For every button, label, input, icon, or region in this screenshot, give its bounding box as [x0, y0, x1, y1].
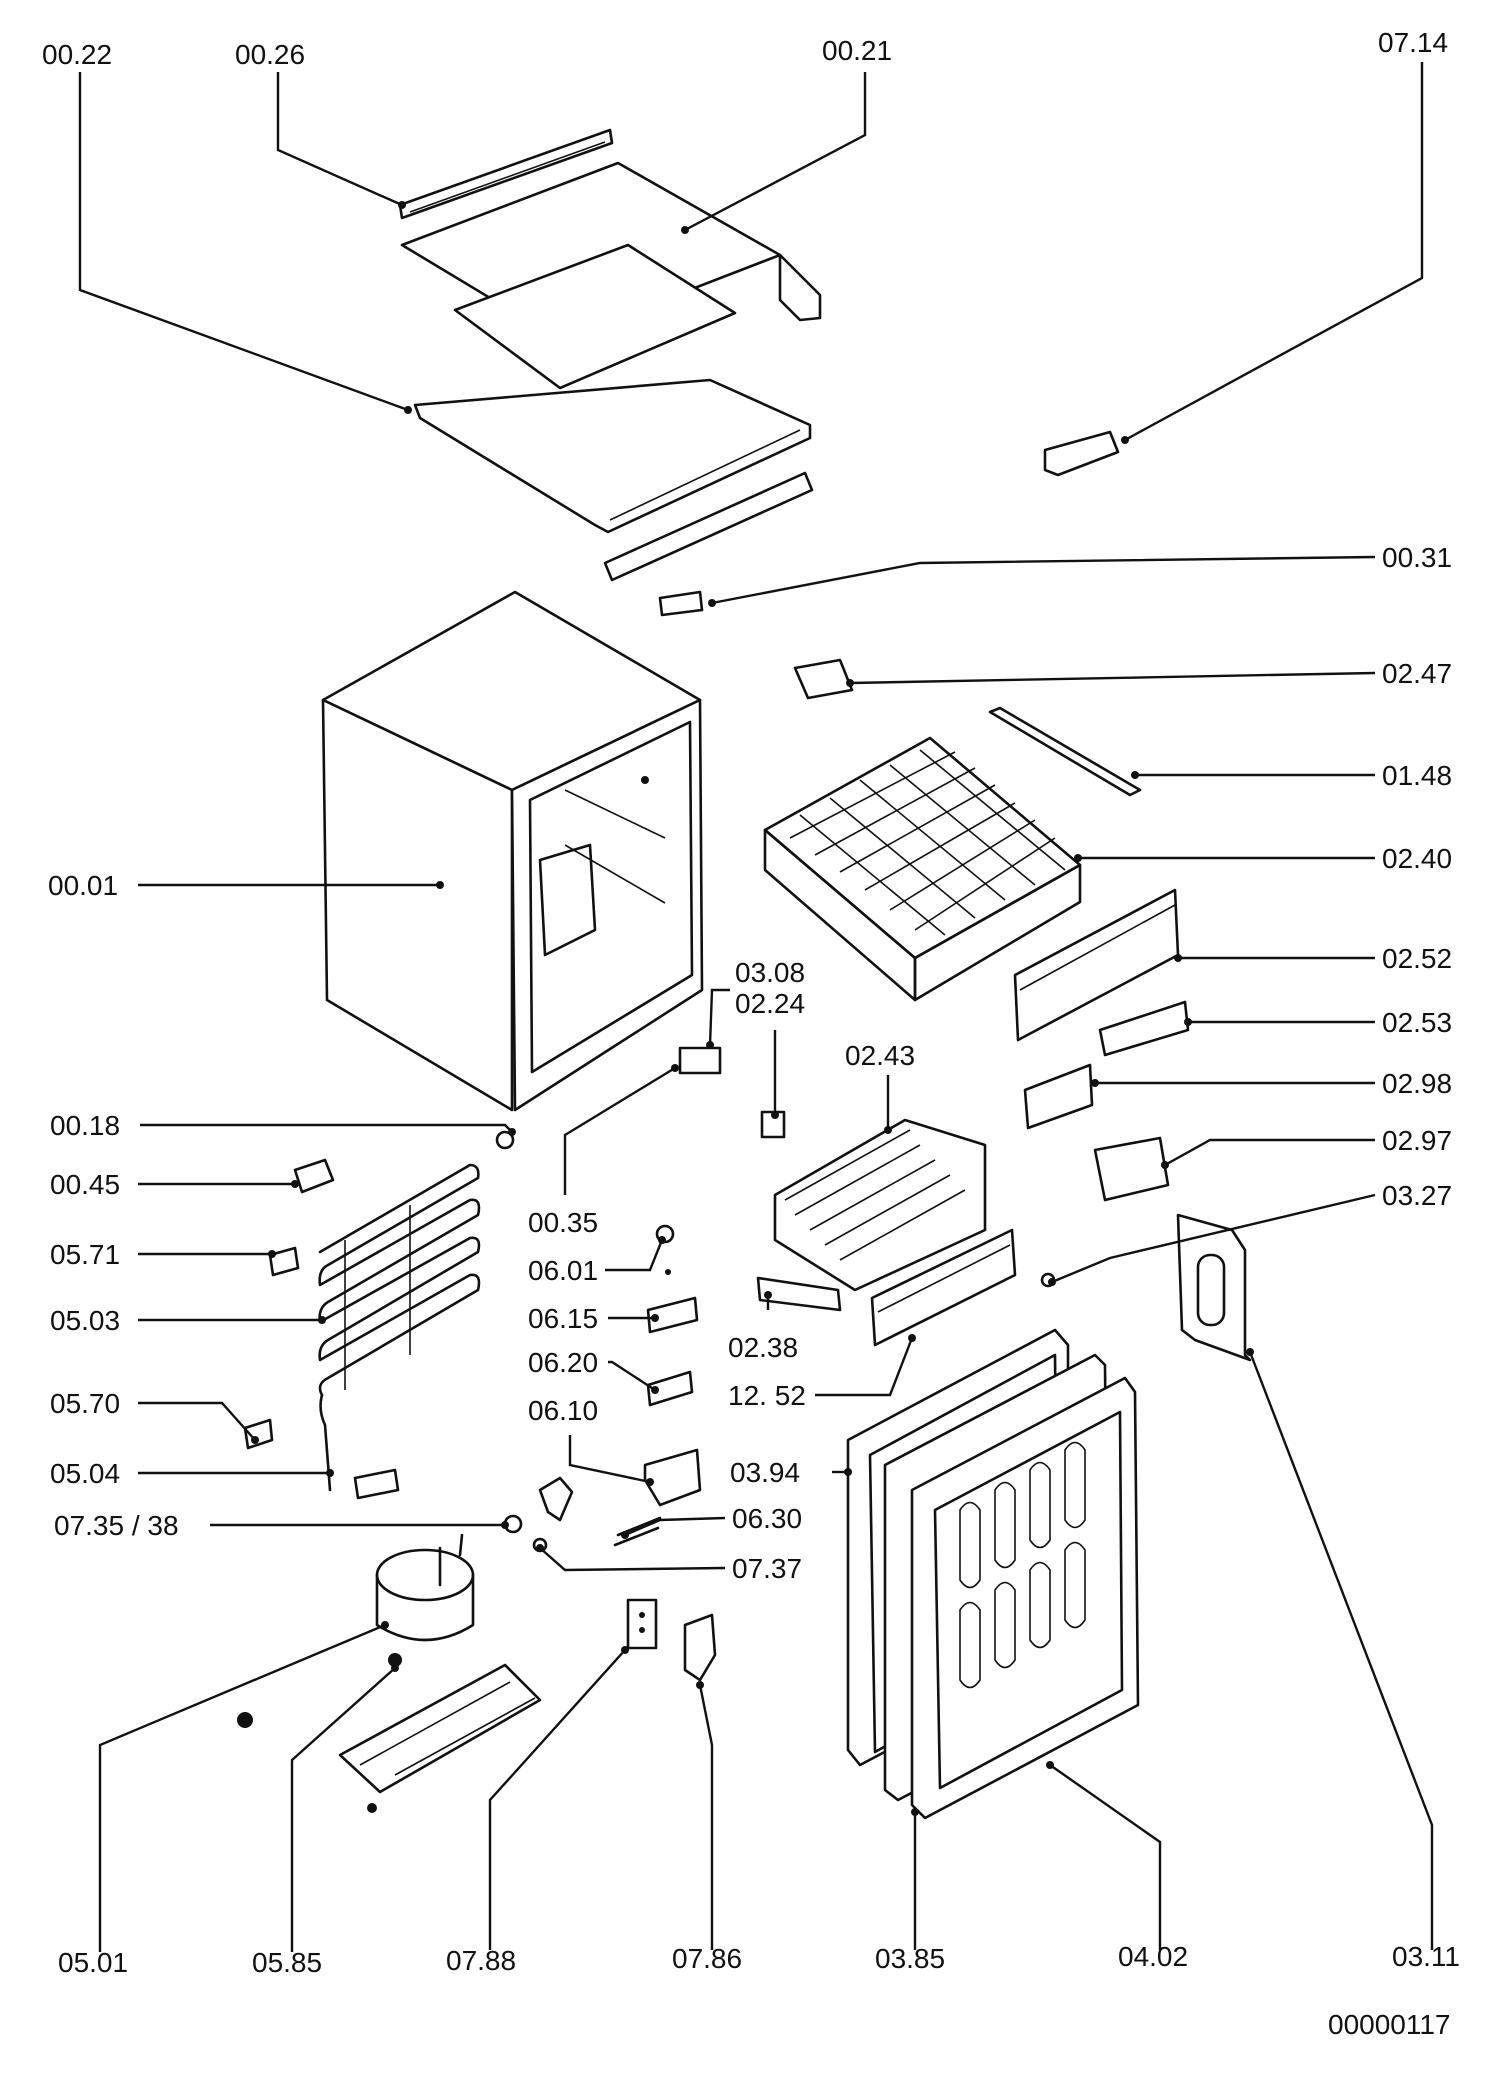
label-02-47: 02.47: [1382, 658, 1452, 689]
label-07-37: 07.37: [732, 1553, 802, 1584]
label-00-01: 00.01: [48, 870, 118, 901]
label-00-31: 00.31: [1382, 542, 1452, 573]
label-05-85: 05.85: [252, 1947, 322, 1978]
drawing-number: 00000117: [1328, 2009, 1451, 2040]
label-02-52: 02.52: [1382, 943, 1452, 974]
label-03-08: 03.08: [735, 957, 805, 988]
label-02-24: 02.24: [735, 988, 805, 1019]
label-03-11: 03.11: [1392, 1941, 1460, 1972]
top-cover-assembly: [398, 128, 1120, 617]
label-07-14: 07.14: [1378, 27, 1448, 58]
label-00-22: 00.22: [42, 39, 112, 70]
condenser-coil: [243, 1130, 515, 1500]
label-05-71: 05.71: [50, 1239, 120, 1270]
label-06-15: 06.15: [528, 1303, 598, 1334]
callout-leaders: [78, 62, 1434, 1952]
lower-basket: [756, 1118, 1017, 1347]
cabinet-body: [321, 590, 704, 1112]
label-02-53: 02.53: [1382, 1007, 1452, 1038]
relay-parts: [626, 1598, 717, 1682]
door-hinge-bracket: [1040, 1136, 1252, 1362]
label-00-26: 00.26: [235, 39, 305, 70]
label-05-03: 05.03: [50, 1305, 120, 1336]
door-assembly: [846, 1328, 1140, 1820]
label-02-38: 02.38: [728, 1332, 798, 1363]
part-number-labels: 00.22 00.26 00.21 07.14 00.31 02.47 01.4…: [42, 27, 1460, 2040]
freezer-basket: [763, 658, 1142, 1002]
label-05-01: 05.01: [58, 1947, 128, 1978]
label-07-88: 07.88: [446, 1945, 516, 1976]
label-02-98: 02.98: [1382, 1068, 1452, 1099]
label-06-30: 06.30: [732, 1503, 802, 1534]
label-04-02: 04.02: [1118, 1941, 1188, 1972]
label-00-18: 00.18: [50, 1110, 120, 1141]
label-06-20: 06.20: [528, 1347, 598, 1378]
label-03-85: 03.85: [875, 1943, 945, 1974]
label-05-04: 05.04: [50, 1458, 120, 1489]
label-12-52: 12. 52: [728, 1380, 806, 1411]
label-02-40: 02.40: [1382, 843, 1452, 874]
label-07-35-38: 07.35 / 38: [54, 1510, 179, 1541]
label-05-70: 05.70: [50, 1388, 120, 1419]
label-03-94: 03.94: [730, 1457, 800, 1488]
label-06-10: 06.10: [528, 1395, 598, 1426]
label-06-01: 06.01: [528, 1255, 598, 1286]
label-00-21: 00.21: [822, 35, 892, 66]
label-03-27: 03.27: [1382, 1180, 1452, 1211]
label-02-97: 02.97: [1382, 1125, 1452, 1156]
label-02-43: 02.43: [845, 1040, 915, 1071]
label-00-35: 00.35: [528, 1207, 598, 1238]
label-07-86: 07.86: [672, 1943, 742, 1974]
label-00-45: 00.45: [50, 1169, 120, 1200]
label-01-48: 01.48: [1382, 760, 1452, 791]
